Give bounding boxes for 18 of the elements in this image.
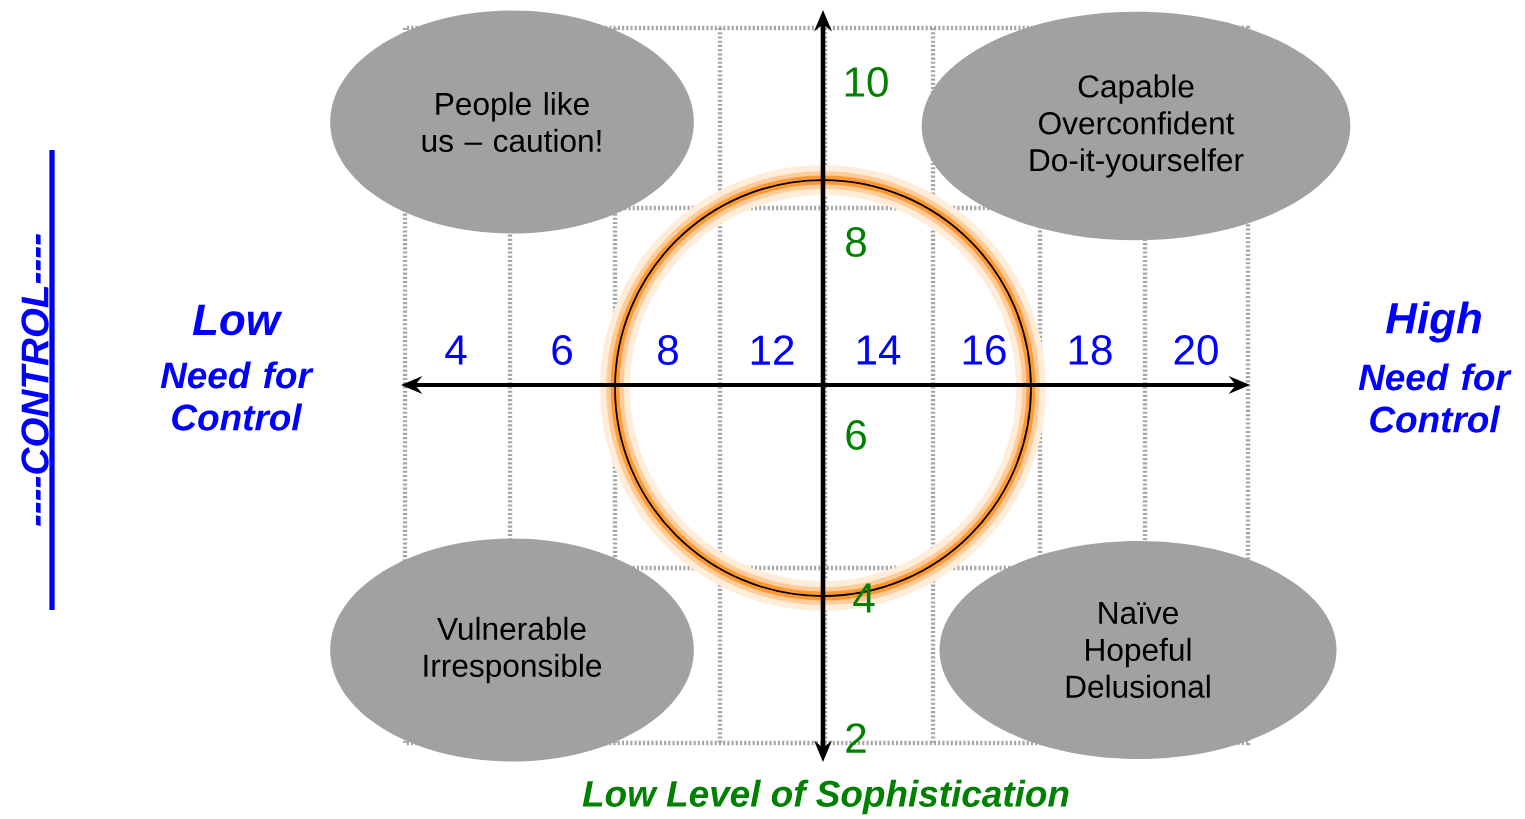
axis-end-label: Need for Control	[1358, 363, 1512, 433]
axis-title: Low Level of Sophistication	[582, 779, 1069, 815]
rotated-heading: ----CONTROL----	[21, 150, 55, 610]
tick-number: 8	[658, 335, 678, 365]
axis-end-label: High	[1386, 301, 1481, 343]
tick-number: 2	[846, 723, 866, 753]
tick-number: 4	[853, 583, 875, 613]
tick-number: 18	[1069, 335, 1112, 365]
axis-end-label: Need for Control	[160, 361, 314, 431]
tick-number: 20	[1174, 335, 1218, 365]
tick-number: 6	[552, 335, 572, 365]
tick-number: 8	[846, 227, 866, 257]
tick-number: 14	[857, 335, 901, 365]
tick-number: 12	[751, 335, 794, 365]
axis-end-label: Low	[192, 304, 283, 336]
tick-number: 16	[963, 335, 1006, 365]
tick-number: 4	[445, 335, 467, 365]
tick-number: 6	[846, 420, 866, 450]
